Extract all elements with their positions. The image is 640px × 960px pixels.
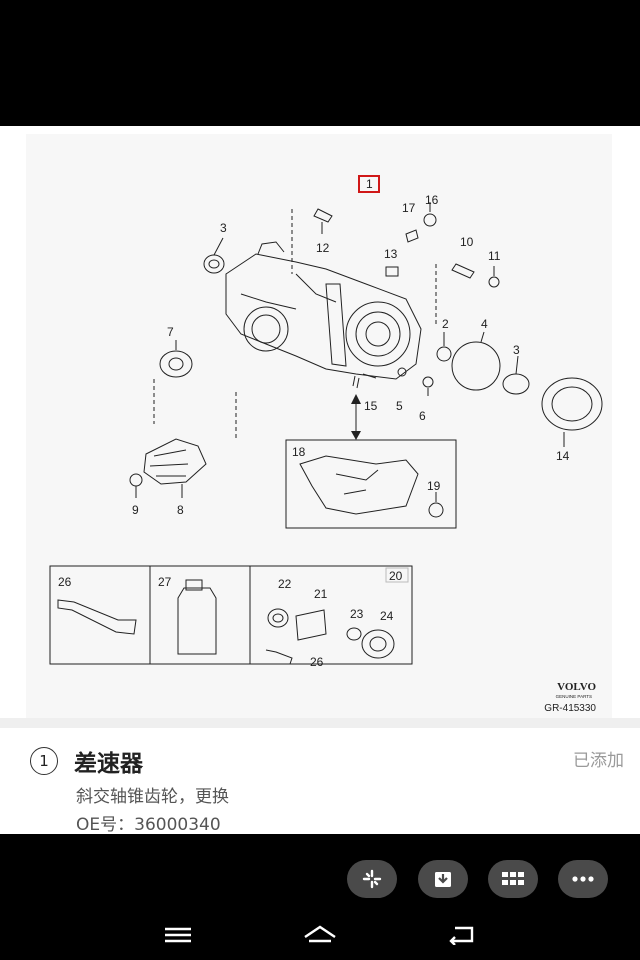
callout-23: 23 bbox=[350, 607, 364, 621]
callout-16: 16 bbox=[425, 193, 439, 207]
parts-diagram[interactable]: 1 2 3 3 4 5 6 7 8 9 10 11 12 13 14 15 16… bbox=[26, 134, 612, 718]
part-number-badge: 1 bbox=[30, 747, 58, 775]
added-status[interactable]: 已添加 bbox=[573, 751, 624, 771]
grid-icon bbox=[502, 872, 524, 885]
part-title: 差速器 bbox=[74, 751, 143, 777]
callout-26a: 26 bbox=[58, 575, 72, 589]
callout-21: 21 bbox=[314, 587, 328, 601]
home-nav-button[interactable] bbox=[300, 920, 340, 950]
callout-15: 15 bbox=[364, 399, 378, 413]
oe-label: OE号： bbox=[76, 815, 135, 835]
download-icon bbox=[435, 872, 451, 887]
part-info-panel[interactable]: 1 差速器 已添加 斜交轴锥齿轮，更换 OE号：36000340 bbox=[0, 718, 640, 835]
callout-10: 10 bbox=[460, 235, 474, 249]
home-icon bbox=[304, 925, 336, 943]
callout-13: 13 bbox=[384, 247, 398, 261]
oe-number-row: OE号：36000340 bbox=[76, 810, 221, 835]
callout-19: 19 bbox=[427, 479, 441, 493]
differential-housing bbox=[225, 241, 422, 380]
menu-nav-button[interactable] bbox=[158, 920, 198, 950]
callout-17: 17 bbox=[402, 201, 416, 215]
back-nav-button[interactable] bbox=[442, 920, 482, 950]
top-letterbox bbox=[0, 0, 640, 126]
callout-11: 11 bbox=[488, 249, 501, 263]
callout-3b: 3 bbox=[513, 343, 520, 357]
callout-14: 14 bbox=[556, 449, 570, 463]
share-icon bbox=[362, 869, 382, 889]
divider bbox=[0, 718, 640, 728]
diagram-ref-code: GR-415330 bbox=[544, 703, 596, 714]
grid-button[interactable] bbox=[488, 860, 538, 898]
oe-number: 36000340 bbox=[134, 815, 221, 835]
bottom-letterbox bbox=[0, 834, 640, 960]
callout-12: 12 bbox=[316, 241, 330, 255]
callout-4: 4 bbox=[481, 317, 488, 331]
parts-diagram-panel: 1 2 3 3 4 5 6 7 8 9 10 11 12 13 14 15 16… bbox=[0, 126, 640, 718]
callout-8: 8 bbox=[177, 503, 184, 517]
callout-3a: 3 bbox=[220, 221, 227, 235]
callout-7: 7 bbox=[167, 325, 174, 339]
callout-24: 24 bbox=[380, 609, 394, 623]
callout-26b: 26 bbox=[310, 655, 324, 669]
exploded-view-svg: 1 2 3 3 4 5 6 7 8 9 10 11 12 13 14 15 16… bbox=[49, 175, 603, 714]
callout-6: 6 bbox=[419, 409, 426, 423]
callout-2: 2 bbox=[442, 317, 449, 331]
callout-9: 9 bbox=[132, 503, 139, 517]
share-button[interactable] bbox=[347, 860, 397, 898]
download-button[interactable] bbox=[418, 860, 468, 898]
callout-1: 1 bbox=[366, 177, 373, 191]
callout-22: 22 bbox=[278, 577, 292, 591]
part-description: 斜交轴锥齿轮，更换 bbox=[76, 787, 229, 807]
brand-logo-text: VOLVO bbox=[557, 681, 596, 693]
more-icon bbox=[572, 876, 594, 882]
callout-18: 18 bbox=[292, 445, 306, 459]
more-button[interactable] bbox=[558, 860, 608, 898]
callout-5: 5 bbox=[396, 399, 403, 413]
callout-27: 27 bbox=[158, 575, 172, 589]
part-title-row: 1 差速器 bbox=[30, 744, 143, 778]
back-icon bbox=[449, 926, 474, 945]
brand-sub-text: GENUINE PARTS bbox=[556, 694, 592, 699]
callout-20: 20 bbox=[389, 569, 403, 583]
menu-icon bbox=[165, 927, 191, 943]
